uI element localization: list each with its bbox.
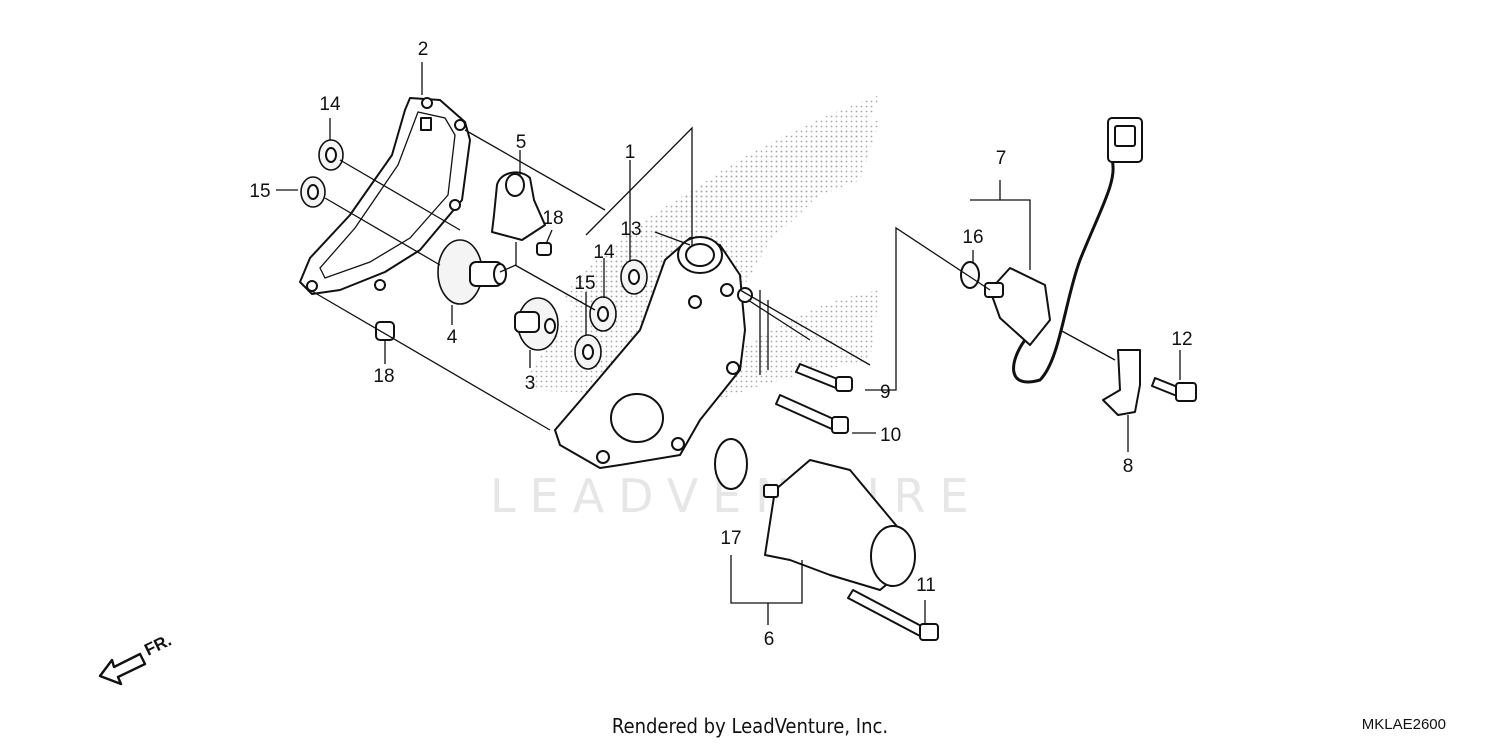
callout-10: 10	[880, 425, 901, 446]
diagram-code: MKLAE2600	[1361, 716, 1446, 733]
footer-credit: Rendered by LeadVenture, Inc.	[611, 714, 889, 738]
small-gear-part	[514, 297, 559, 351]
gear-part	[437, 239, 507, 305]
callout-4: 4	[447, 327, 458, 348]
housing-part	[554, 236, 753, 469]
callout-2: 2	[418, 39, 429, 60]
callout-14: 14	[593, 242, 615, 263]
callout-5: 5	[516, 132, 527, 153]
callout-16: 16	[962, 227, 983, 248]
motor-part	[763, 459, 916, 591]
callout-3: 3	[525, 373, 536, 394]
callout-17: 17	[720, 528, 741, 549]
callout-11: 11	[916, 575, 936, 596]
bracket-part	[1102, 349, 1141, 416]
o-ring-part	[714, 438, 748, 490]
gasket-part	[299, 97, 471, 295]
callout-15: 15	[249, 181, 270, 202]
callout-13: 13	[620, 219, 641, 240]
callout-14: 14	[319, 94, 341, 115]
shift-arm-part	[491, 171, 546, 241]
bolt-part	[847, 589, 939, 641]
callout-6: 6	[764, 629, 775, 650]
callout-18: 18	[542, 208, 563, 229]
callout-9: 9	[880, 382, 891, 403]
callout-7: 7	[996, 148, 1007, 169]
callout-12: 12	[1171, 329, 1192, 350]
callout-labels: 1 2 3 4 5 6 7 8 9 10 11 12 13 14 14 15 1…	[249, 39, 1192, 650]
bolt-part	[775, 363, 853, 434]
leader-lines	[276, 62, 1181, 625]
bearing-part	[300, 139, 344, 208]
bolt-part	[1151, 377, 1197, 402]
callout-15: 15	[574, 273, 595, 294]
callout-8: 8	[1123, 456, 1134, 477]
bearing-part	[574, 259, 648, 370]
front-direction-arrow: FR.	[98, 631, 174, 686]
dowel-pin-part	[536, 242, 552, 256]
callout-1: 1	[625, 142, 636, 163]
o-ring-part	[960, 261, 980, 289]
front-direction-label: FR.	[141, 631, 174, 660]
callout-18: 18	[373, 366, 394, 387]
sensor-part	[984, 117, 1143, 384]
